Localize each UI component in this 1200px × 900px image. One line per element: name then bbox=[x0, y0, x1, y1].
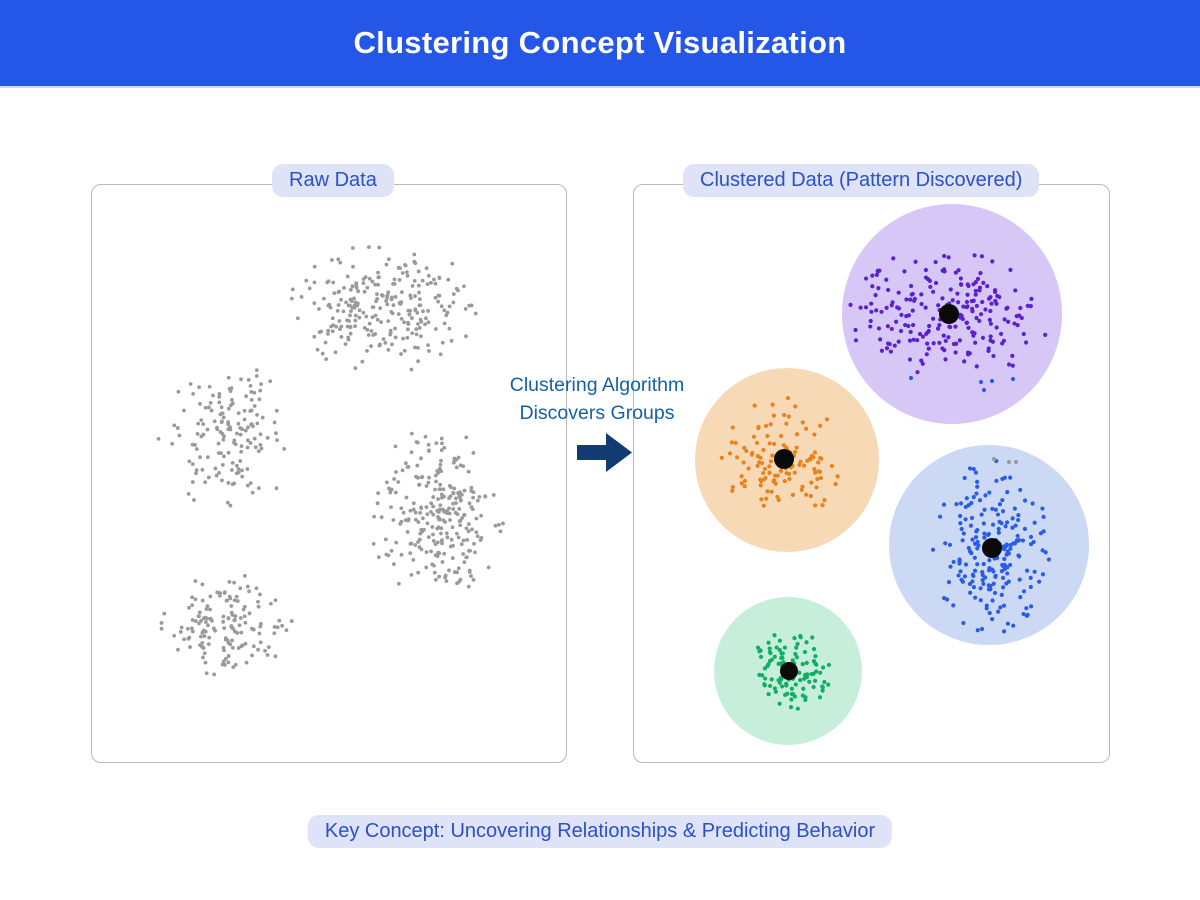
key-concept-label: Key Concept: Uncovering Relationships & … bbox=[307, 815, 893, 848]
raw-data-label: Raw Data bbox=[272, 164, 394, 197]
raw-data-panel bbox=[91, 184, 567, 763]
clustered-data-scatter-plot bbox=[695, 204, 1089, 745]
clustering-caption: Clustering Algorithm Discovers Groups bbox=[482, 371, 712, 427]
clustered-data-label: Clustered Data (Pattern Discovered) bbox=[683, 164, 1040, 197]
header-bar: Clustering Concept Visualization bbox=[0, 0, 1200, 88]
right-arrow-icon bbox=[577, 433, 632, 472]
clustering-caption-line1: Clustering Algorithm bbox=[509, 374, 685, 396]
raw-data-scatter-plot bbox=[156, 245, 505, 677]
clustering-caption-line2: Discovers Groups bbox=[519, 402, 675, 424]
clustered-data-panel bbox=[633, 184, 1110, 763]
page-title: Clustering Concept Visualization bbox=[353, 25, 847, 60]
